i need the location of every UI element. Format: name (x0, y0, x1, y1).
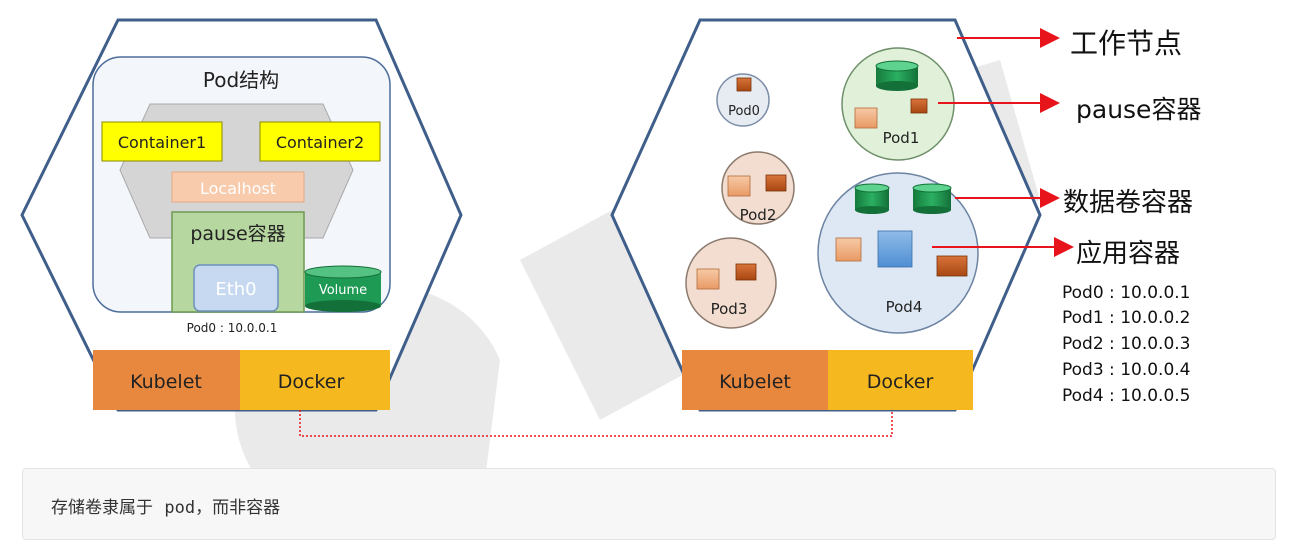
container2-label: Container2 (276, 133, 364, 152)
left-kubelet-label: Kubelet (130, 371, 202, 393)
pod4-app-cube-blue (877, 230, 913, 268)
pause-label: pause容器 (190, 223, 285, 245)
pod2-pause-cube (765, 174, 787, 192)
right-node (610, 18, 1042, 412)
ip-list-item: Pod4 : 10.0.0.5 (1062, 386, 1191, 406)
pod1-pause-cube (910, 98, 928, 114)
pod2-app-cube (727, 175, 751, 197)
ip-list-item: Pod0 : 10.0.0.1 (1062, 283, 1191, 303)
pod1-volume (875, 60, 919, 91)
pod0-cube (736, 77, 752, 92)
annotation-pause: pause容器 (1076, 95, 1202, 124)
note-suffix: ，而非容器 (195, 498, 281, 518)
pod3-app-cube (696, 268, 720, 290)
left-docker-bar (240, 350, 390, 410)
right-docker-bar (828, 350, 973, 410)
right-docker-label: Docker (867, 371, 934, 393)
note-box: 存储卷隶属于 pod，而非容器 (22, 468, 1276, 540)
note-prefix: 存储卷隶属于 (51, 498, 159, 518)
pod3-label: Pod3 (711, 300, 748, 318)
annotation-app-container: 应用容器 (1076, 239, 1181, 269)
left-node (20, 18, 463, 412)
right-kubelet-bar (682, 350, 828, 410)
right-kubelet-label: Kubelet (719, 371, 791, 393)
pod0-circle (716, 73, 770, 127)
ip-list-item: Pod1 : 10.0.0.2 (1062, 308, 1191, 328)
dotted-connector (299, 410, 893, 437)
left-kubelet-bar (93, 350, 240, 410)
pod4-pause-cube (936, 255, 968, 277)
pod4-volume-1 (854, 183, 890, 214)
pod1-label: Pod1 (883, 129, 920, 147)
pod4-label: Pod4 (886, 298, 923, 316)
localhost-box (171, 171, 305, 203)
pod1-app-cube (854, 107, 878, 129)
note-code: pod (164, 498, 196, 518)
pod0-ip-label: Pod0 : 10.0.0.1 (187, 321, 278, 335)
annotation-node: 工作节点 (1070, 27, 1183, 60)
pod3-pause-cube (735, 263, 757, 281)
pod2-label: Pod2 (740, 206, 777, 224)
volume-label: Volume (319, 283, 367, 298)
eth0-label: Eth0 (215, 279, 256, 300)
ip-list-item: Pod3 : 10.0.0.4 (1062, 360, 1191, 380)
annotation-data-volume: 数据卷容器 (1063, 188, 1194, 218)
note-text: 存储卷隶属于 pod，而非容器 (51, 493, 280, 518)
ip-list-item: Pod2 : 10.0.0.3 (1062, 334, 1191, 354)
container1-box (101, 121, 223, 162)
pod4-app-cube-1 (835, 237, 862, 262)
container2-box (259, 121, 381, 162)
pod2-circle (721, 151, 795, 225)
volume-cylinder (304, 265, 382, 312)
pod0-label: Pod0 (728, 104, 760, 119)
left-docker-label: Docker (278, 371, 345, 393)
eth0-box (193, 264, 279, 312)
localhost-label: Localhost (200, 179, 276, 198)
pod4-volume-2 (912, 183, 952, 214)
container1-label: Container1 (118, 133, 206, 152)
pod3-circle (685, 237, 777, 329)
pod-structure-title: Pod结构 (203, 68, 279, 92)
